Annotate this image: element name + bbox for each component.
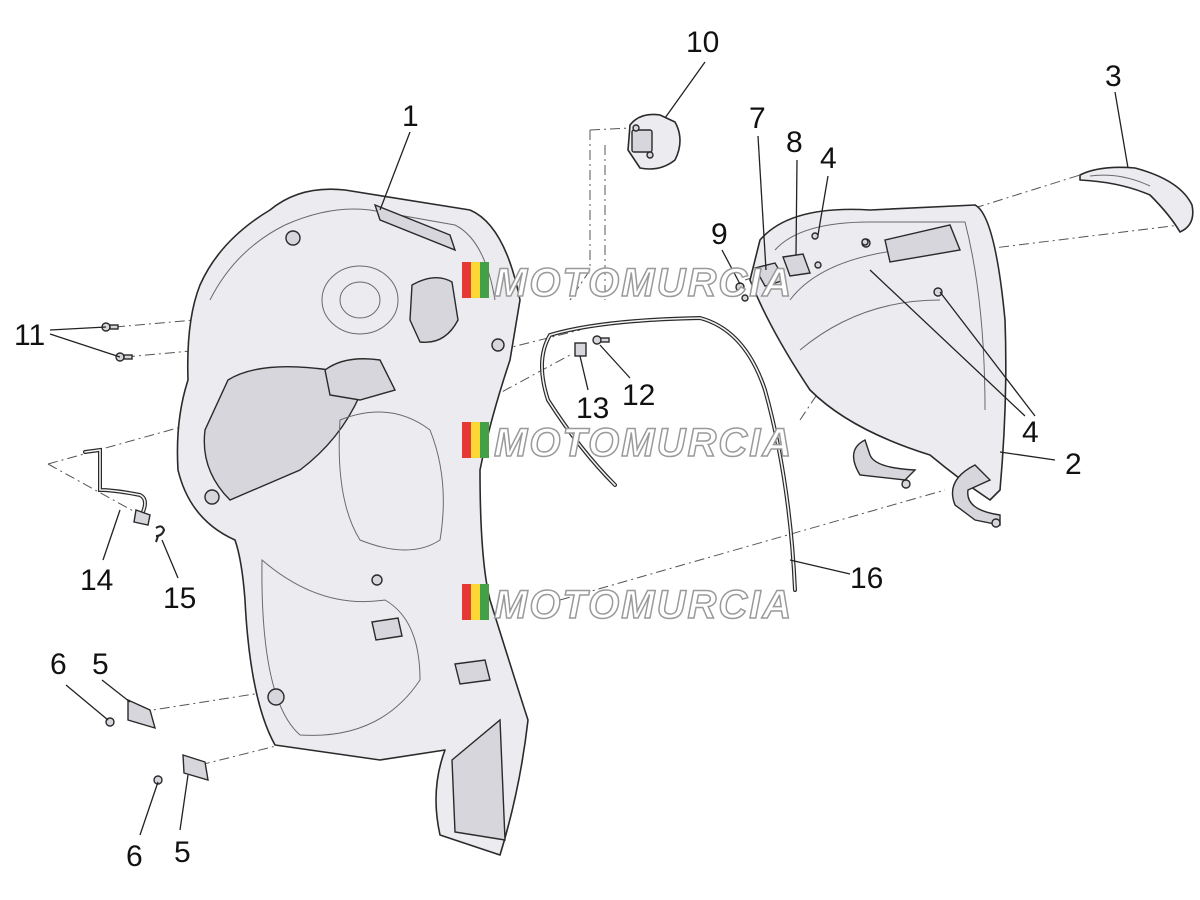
callout-4-bottom: 4	[1022, 416, 1039, 449]
callout-16: 16	[850, 562, 883, 595]
watermark-top: MOTOMURCIA	[462, 260, 793, 306]
callout-11: 11	[14, 319, 45, 352]
watermark-flag-red	[462, 422, 471, 458]
callout-13: 13	[576, 392, 609, 425]
watermark-flag-red	[462, 584, 471, 620]
leader-lines	[49, 61, 1129, 836]
watermark-flag-green	[480, 584, 489, 620]
callout-6-top: 6	[50, 648, 67, 681]
callout-8: 8	[786, 126, 803, 159]
watermark-middle: MOTOMURCIA	[462, 420, 793, 466]
latch-hardware	[735, 232, 869, 302]
watermark-flag-yellow	[471, 584, 480, 620]
callout-labels: 1 2 3 4 4 5 5 6 6 7 8 9 10 11 12 13 14 1…	[14, 26, 1122, 873]
callout-5-top: 5	[92, 648, 109, 681]
watermark-flag-green	[480, 262, 489, 298]
callout-7: 7	[749, 102, 766, 135]
screw-and-clip	[574, 335, 610, 357]
watermark-flag-green	[480, 422, 489, 458]
watermark-flag-yellow	[471, 262, 480, 298]
screws-11	[101, 322, 133, 362]
brackets-5-6	[105, 698, 209, 785]
glovebox-door-part	[749, 204, 1007, 528]
watermark-text: MOTOMURCIA	[494, 261, 793, 305]
callout-10: 10	[686, 26, 719, 59]
watermark-bottom: MOTOMURCIA	[462, 582, 793, 628]
callout-9: 9	[711, 218, 728, 251]
callout-14: 14	[80, 564, 113, 597]
callout-15: 15	[163, 582, 196, 615]
lock-part	[627, 113, 681, 170]
callout-1: 1	[402, 100, 419, 133]
callout-2: 2	[1065, 448, 1082, 481]
inner-legshield-part	[176, 188, 529, 856]
trim-cover-part	[1079, 166, 1194, 233]
cable-16	[539, 315, 797, 592]
watermark-flag-red	[462, 262, 471, 298]
callout-4-top: 4	[820, 142, 837, 175]
callout-5-bottom: 5	[174, 836, 191, 869]
rod-and-spring	[83, 447, 166, 543]
callout-6-bottom: 6	[126, 840, 143, 873]
watermark-text: MOTOMURCIA	[494, 583, 793, 627]
watermark-text: MOTOMURCIA	[494, 421, 793, 465]
watermark-flag-yellow	[471, 422, 480, 458]
callout-3: 3	[1105, 60, 1122, 93]
callout-12: 12	[622, 379, 655, 412]
